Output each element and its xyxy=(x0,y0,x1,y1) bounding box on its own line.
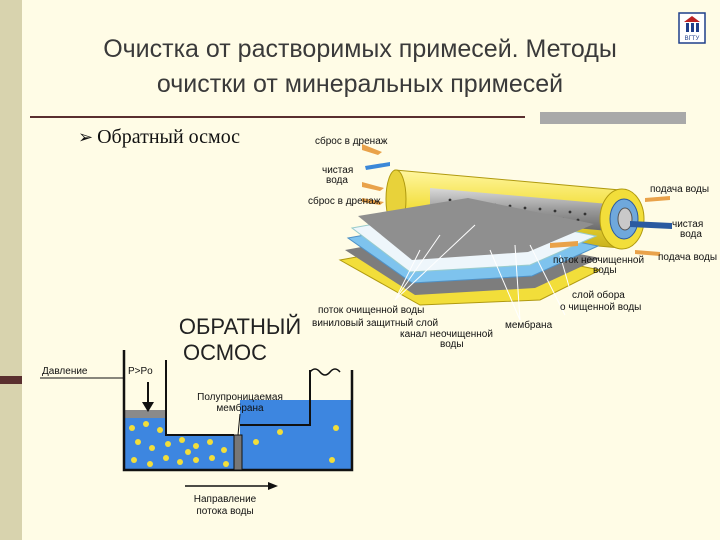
membrane-label-2: мембрана xyxy=(216,402,264,414)
membrane-cartridge-diagram: сброс в дренаж чистая вода сброс в дрена… xyxy=(308,135,717,350)
pressure-label: Давление xyxy=(42,366,88,377)
flow-label-1: Направление xyxy=(194,494,257,505)
title-divider xyxy=(30,116,525,118)
label-membrane: мембрана xyxy=(505,319,553,331)
label-drain-mid: сброс в дренаж xyxy=(308,195,381,207)
bullet-item: ➢Обратный осмос xyxy=(78,126,240,149)
piston-gray xyxy=(124,410,166,418)
label-clean-2: вода xyxy=(326,175,348,186)
label-collect-2: о чищенной воды xyxy=(560,302,641,313)
label-flow-clean: поток очищенной воды xyxy=(318,305,424,316)
reverse-osmosis-diagram: ОБРАТНЫЙ ОСМОС Давление P>Po Полупроница… xyxy=(40,314,354,517)
title-divider-accent xyxy=(540,112,686,124)
pressure-formula: P>Po xyxy=(128,366,153,377)
label-feed-right2: подача воды xyxy=(658,252,717,263)
flow-label-2: потока воды xyxy=(196,506,253,517)
left-accent-bar xyxy=(0,0,22,540)
university-logo: ВГТУ xyxy=(678,12,706,44)
slide-title: Очистка от растворимых примесей. Методы … xyxy=(40,32,680,102)
logo-text: ВГТУ xyxy=(685,36,700,42)
label-clean-right-2: вода xyxy=(680,229,702,240)
layer-gray-top xyxy=(358,198,594,260)
label-vinyl: виниловый защитный слой xyxy=(312,318,438,329)
slide-title-line1: Очистка от растворимых примесей. Методы xyxy=(103,35,617,63)
label-untreated-1: поток неочищенной xyxy=(553,255,644,266)
piston-body xyxy=(166,370,234,435)
label-collect-1: слой обора xyxy=(572,289,625,301)
membrane xyxy=(233,434,243,471)
osmosis-title-1: ОБРАТНЫЙ xyxy=(179,314,301,339)
slide-title-line2: очистки от минеральных примесей xyxy=(156,70,564,98)
label-channel-1: канал неочищенной xyxy=(400,329,493,340)
label-drain-top: сброс в дренаж xyxy=(315,135,388,147)
label-clean-1: чистая xyxy=(322,165,353,176)
bullet-text: Обратный осмос xyxy=(97,126,241,148)
membrane-label-1: Полупроницаемая xyxy=(197,392,283,403)
label-channel-2: воды xyxy=(440,339,464,350)
left-accent-marker xyxy=(0,376,22,384)
label-feed-right: подача воды xyxy=(650,184,709,195)
osmosis-title-2: ОСМОС xyxy=(183,340,267,365)
label-clean-right-1: чистая xyxy=(672,219,703,230)
label-untreated-2: воды xyxy=(593,265,617,276)
solute-particles xyxy=(129,421,339,467)
bullet-arrow-icon: ➢ xyxy=(78,127,94,147)
